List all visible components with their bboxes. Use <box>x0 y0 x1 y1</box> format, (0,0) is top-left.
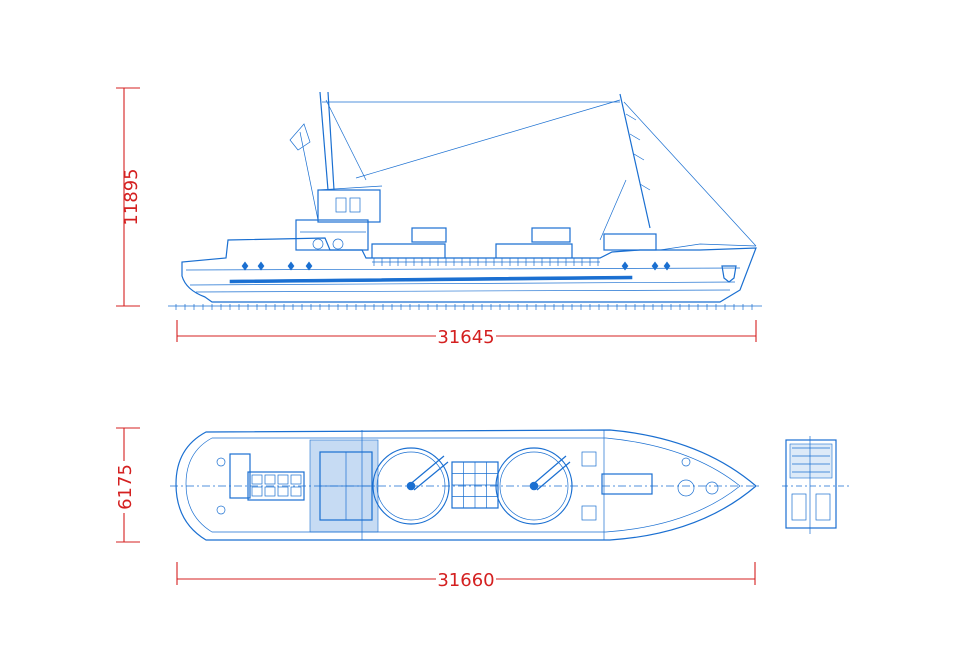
plan-width-dimension: 6175 <box>114 427 140 543</box>
masts-and-rigging <box>289 91 757 247</box>
cargo-tank-aft <box>372 447 450 525</box>
baseline <box>168 304 762 310</box>
superstructure <box>295 185 383 251</box>
side-height-dimension: 11895 <box>116 87 142 307</box>
side-elevation-view <box>168 91 762 310</box>
plan-length-dimension: 31660 <box>176 562 756 591</box>
side-length-dimension: 31645 <box>176 320 757 348</box>
side-length-label: 31645 <box>437 327 494 348</box>
plan-view <box>170 429 760 541</box>
end-view <box>782 436 850 534</box>
portholes <box>241 261 671 271</box>
plan-width-label: 6175 <box>115 464 136 510</box>
bow-emblem <box>721 265 737 283</box>
plan-length-label: 31660 <box>437 570 494 591</box>
deck-outline <box>175 429 757 541</box>
cargo-tank-fwd <box>495 447 573 525</box>
side-height-label: 11895 <box>121 168 142 225</box>
deck-cargo <box>371 227 757 266</box>
